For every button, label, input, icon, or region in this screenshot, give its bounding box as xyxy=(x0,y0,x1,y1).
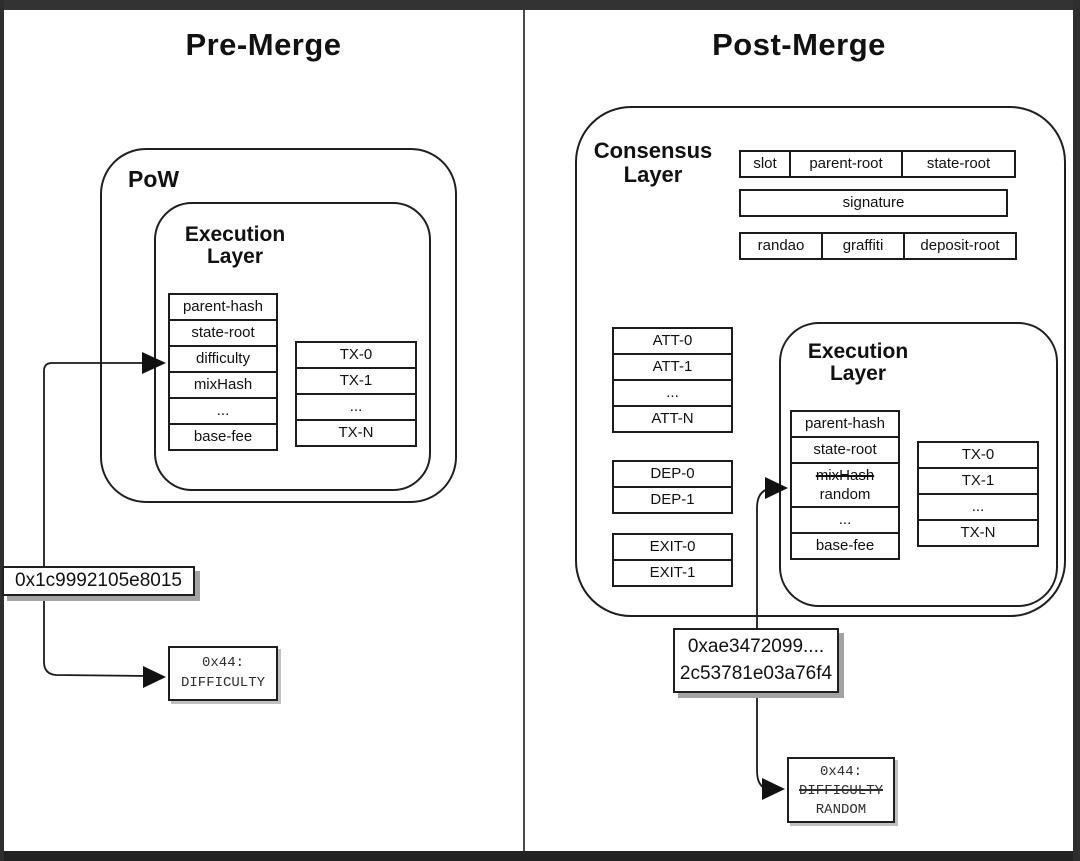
beacon-header-row-3: randao graffiti deposit-root xyxy=(739,232,1017,260)
field-row: mixHash xyxy=(168,371,278,399)
pre-merge-title: Pre-Merge xyxy=(185,27,342,62)
beacon-header-row-1: slot parent-root state-root xyxy=(739,150,1016,178)
slot-name-old: DIFFICULTY xyxy=(798,783,883,799)
panel-divider xyxy=(523,10,525,851)
exit-list: EXIT-0 EXIT-1 xyxy=(612,533,733,587)
pre-block-fields: parent-hash state-root difficulty mixHas… xyxy=(168,293,278,451)
field-row-mixhash-random: mixHash random xyxy=(790,462,900,508)
field-row: state-root xyxy=(168,319,278,347)
field-row: base-fee xyxy=(168,423,278,451)
field-row: ... xyxy=(790,506,900,534)
att-row: ATT-0 xyxy=(612,327,733,355)
post-storage-slot-box: 0x44: DIFFICULTY RANDOM xyxy=(787,757,895,823)
att-row: ATT-N xyxy=(612,405,733,433)
exit-row: EXIT-0 xyxy=(612,533,733,561)
signature-cell: signature xyxy=(739,189,1008,217)
field-row: parent-hash xyxy=(790,410,900,438)
tx-row: TX-1 xyxy=(917,467,1039,495)
post-random-connector-down xyxy=(756,692,771,790)
random-value-line1: 0xae3472099.... xyxy=(687,636,825,657)
top-frame-bar xyxy=(0,0,1080,10)
post-merge-title: Post-Merge xyxy=(712,27,886,62)
arrowhead-post-slot xyxy=(762,778,785,800)
tx-row: TX-N xyxy=(917,519,1039,547)
deposit-list: DEP-0 DEP-1 xyxy=(612,460,733,514)
slot-address: 0x44: xyxy=(819,764,862,780)
random-value-line2: 2c53781e03a76f4 xyxy=(679,663,833,684)
field-row: parent-hash xyxy=(168,293,278,321)
pre-storage-slot-box: 0x44: DIFFICULTY xyxy=(168,646,278,701)
field-row: ... xyxy=(168,397,278,425)
arrowhead-pre-slot xyxy=(143,666,166,688)
header-cell: deposit-root xyxy=(903,232,1017,260)
dep-row: DEP-0 xyxy=(612,460,733,488)
bottom-frame-bar xyxy=(0,851,1080,861)
tx-row: ... xyxy=(917,493,1039,521)
slot-name: DIFFICULTY xyxy=(180,675,265,691)
left-frame-bar xyxy=(0,0,4,861)
random-value-box: 0xae3472099.... 2c53781e03a76f4 xyxy=(673,628,839,693)
header-cell: slot xyxy=(739,150,791,178)
pre-execution-layer-box xyxy=(154,202,431,491)
replaced-field-new: random xyxy=(819,486,871,503)
consensus-layer-title: Consensus Layer xyxy=(593,138,713,187)
tx-row: TX-0 xyxy=(295,341,417,369)
tx-row: TX-1 xyxy=(295,367,417,395)
replaced-field-old: mixHash xyxy=(815,467,875,484)
right-frame-bar xyxy=(1073,0,1080,861)
dep-row: DEP-1 xyxy=(612,486,733,514)
post-transaction-list: TX-0 TX-1 ... TX-N xyxy=(917,441,1039,547)
attestation-list: ATT-0 ATT-1 ... ATT-N xyxy=(612,327,733,433)
difficulty-value-box: 0x1c9992105e8015 xyxy=(2,566,195,596)
header-cell: graffiti xyxy=(821,232,905,260)
post-block-fields: parent-hash state-root mixHash random ..… xyxy=(790,410,900,560)
post-execution-layer-title: Execution Layer xyxy=(807,340,909,385)
field-row: state-root xyxy=(790,436,900,464)
slot-address: 0x44: xyxy=(201,655,244,671)
pow-label: PoW xyxy=(128,166,180,192)
slot-name-new: RANDOM xyxy=(815,802,867,818)
field-row-difficulty: difficulty xyxy=(168,345,278,373)
tx-row: TX-0 xyxy=(917,441,1039,469)
tx-row: TX-N xyxy=(295,419,417,447)
consensus-layer-box xyxy=(575,106,1066,617)
post-execution-layer-box xyxy=(779,322,1058,607)
exit-row: EXIT-1 xyxy=(612,559,733,587)
pre-execution-layer-title: Execution Layer xyxy=(184,223,286,268)
pow-box xyxy=(100,148,457,503)
att-row: ... xyxy=(612,379,733,407)
header-cell: randao xyxy=(739,232,823,260)
header-cell: state-root xyxy=(901,150,1016,178)
header-cell: parent-root xyxy=(789,150,903,178)
field-row: base-fee xyxy=(790,532,900,560)
pre-transaction-list: TX-0 TX-1 ... TX-N xyxy=(295,341,417,447)
tx-row: ... xyxy=(295,393,417,421)
att-row: ATT-1 xyxy=(612,353,733,381)
beacon-header-row-2: signature xyxy=(739,189,1008,217)
